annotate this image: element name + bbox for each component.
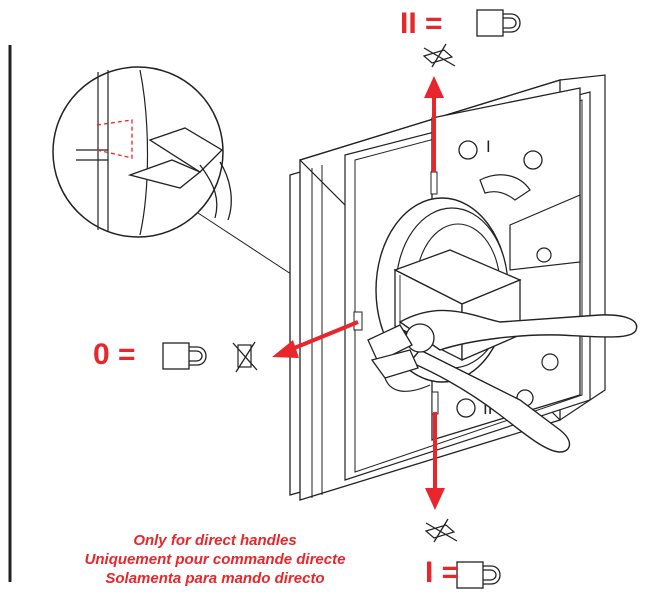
svg-text:I: I bbox=[486, 137, 491, 156]
detail-zoom-circle bbox=[52, 66, 232, 238]
position-label-ii: II = bbox=[400, 7, 443, 40]
notch-slot-left bbox=[353, 311, 363, 331]
padlock-icon bbox=[456, 561, 501, 589]
pliers-detail bbox=[127, 127, 232, 221]
notch-slot-top bbox=[430, 171, 438, 195]
position-label-zero: 0 = bbox=[93, 338, 136, 371]
note-french: Uniquement pour commande directe bbox=[84, 551, 346, 568]
broken-tab-icon-bottom bbox=[424, 518, 458, 543]
arrow-up bbox=[424, 76, 444, 172]
position-label-i: I = bbox=[425, 556, 460, 589]
broken-tab-icon-top bbox=[422, 43, 456, 68]
arrow-left bbox=[272, 320, 359, 358]
note-english: Only for direct handles bbox=[133, 532, 297, 549]
broken-tab-icon-left bbox=[232, 341, 258, 373]
notch-slot-bottom bbox=[431, 391, 439, 415]
note-spanish: Solamenta para mando directo bbox=[105, 570, 325, 587]
arrow-down bbox=[425, 412, 445, 510]
padlock-icon bbox=[476, 9, 521, 37]
padlock-icon bbox=[162, 342, 207, 370]
cutting-pliers bbox=[367, 309, 638, 453]
svg-text:II: II bbox=[483, 399, 492, 418]
